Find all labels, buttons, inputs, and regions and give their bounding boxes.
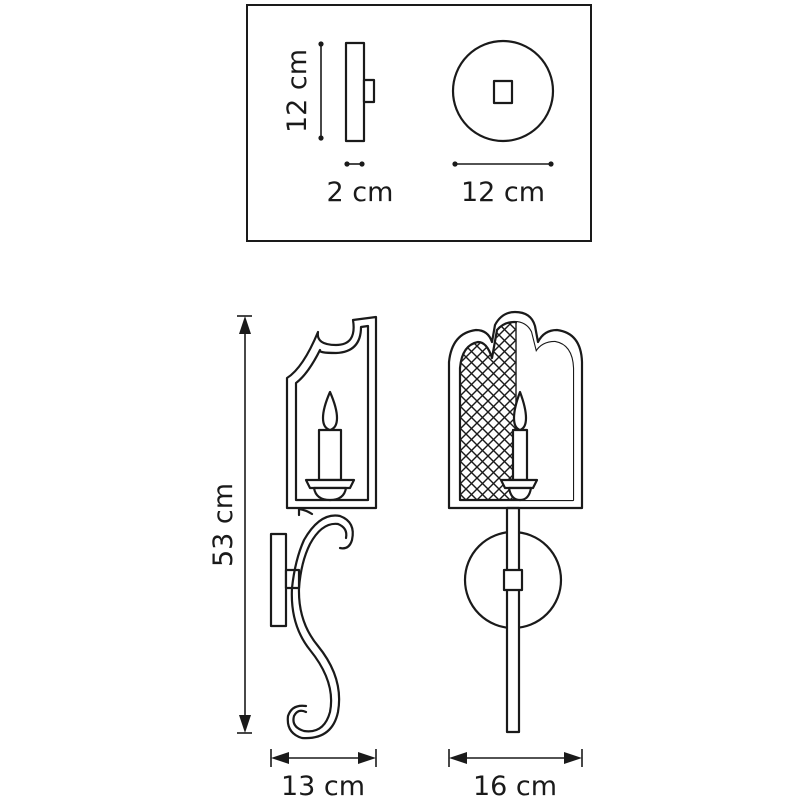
lattice-line	[460, 219, 516, 275]
mount-plate-inset: 12 cm 2 cm 12 cm	[246, 4, 592, 242]
lattice-line	[460, 263, 516, 319]
lattice-line	[460, 339, 517, 397]
lattice-line	[460, 241, 516, 297]
lattice-line	[460, 208, 516, 264]
side-lamp-housing	[285, 315, 378, 510]
lattice-line	[460, 471, 517, 500]
fixture-height-label: 53 cm	[208, 483, 239, 567]
plate-side-view	[344, 41, 376, 143]
front-rod	[505, 506, 521, 734]
lattice-line	[460, 482, 517, 500]
fixture-width-label: 16 cm	[473, 771, 557, 800]
front-lamp-housing	[447, 208, 584, 510]
sconce-front-view	[447, 208, 584, 734]
lattice-line	[460, 405, 517, 463]
lattice-line	[460, 350, 517, 408]
plate-diameter-dimension: 12 cm	[452, 161, 554, 208]
lattice-line	[460, 328, 517, 386]
lattice-line	[460, 383, 517, 441]
fixture-height-dimension: 53 cm	[208, 315, 252, 734]
lattice-line	[460, 427, 517, 485]
plate-depth-label: 2 cm	[327, 177, 394, 208]
lattice-line	[460, 322, 517, 342]
lattice-line	[460, 372, 517, 430]
fixture-depth-label: 13 cm	[281, 771, 365, 800]
lattice-line	[460, 322, 517, 331]
lattice-line	[460, 252, 516, 308]
plate-front-view	[451, 39, 555, 143]
lattice-line	[460, 394, 517, 452]
lattice-line	[460, 252, 516, 308]
plate-diameter-label: 12 cm	[461, 177, 545, 208]
lattice-line	[460, 449, 517, 500]
lattice-line	[460, 263, 516, 319]
inset-frame	[246, 4, 592, 242]
plate-depth-dimension: 2 cm	[327, 161, 394, 208]
lattice-line	[460, 482, 517, 500]
lattice-line	[460, 219, 516, 275]
fixture-width-dimension: 16 cm	[448, 749, 583, 800]
side-wall-plate	[269, 532, 288, 628]
lattice-line	[460, 241, 516, 297]
sconce-side-view	[269, 315, 378, 740]
lattice-line	[460, 438, 517, 496]
side-curved-arm	[286, 507, 354, 740]
lattice-line	[460, 322, 517, 331]
lattice-line	[460, 416, 517, 474]
lattice-line	[460, 361, 517, 419]
fixture-depth-dimension: 13 cm	[270, 749, 377, 800]
lattice-line	[460, 208, 516, 264]
lattice-line	[460, 230, 516, 286]
plate-height-dimension: 12 cm	[282, 41, 324, 141]
lattice-line	[460, 230, 516, 286]
lattice-line	[460, 460, 517, 500]
plate-height-label: 12 cm	[282, 49, 313, 133]
